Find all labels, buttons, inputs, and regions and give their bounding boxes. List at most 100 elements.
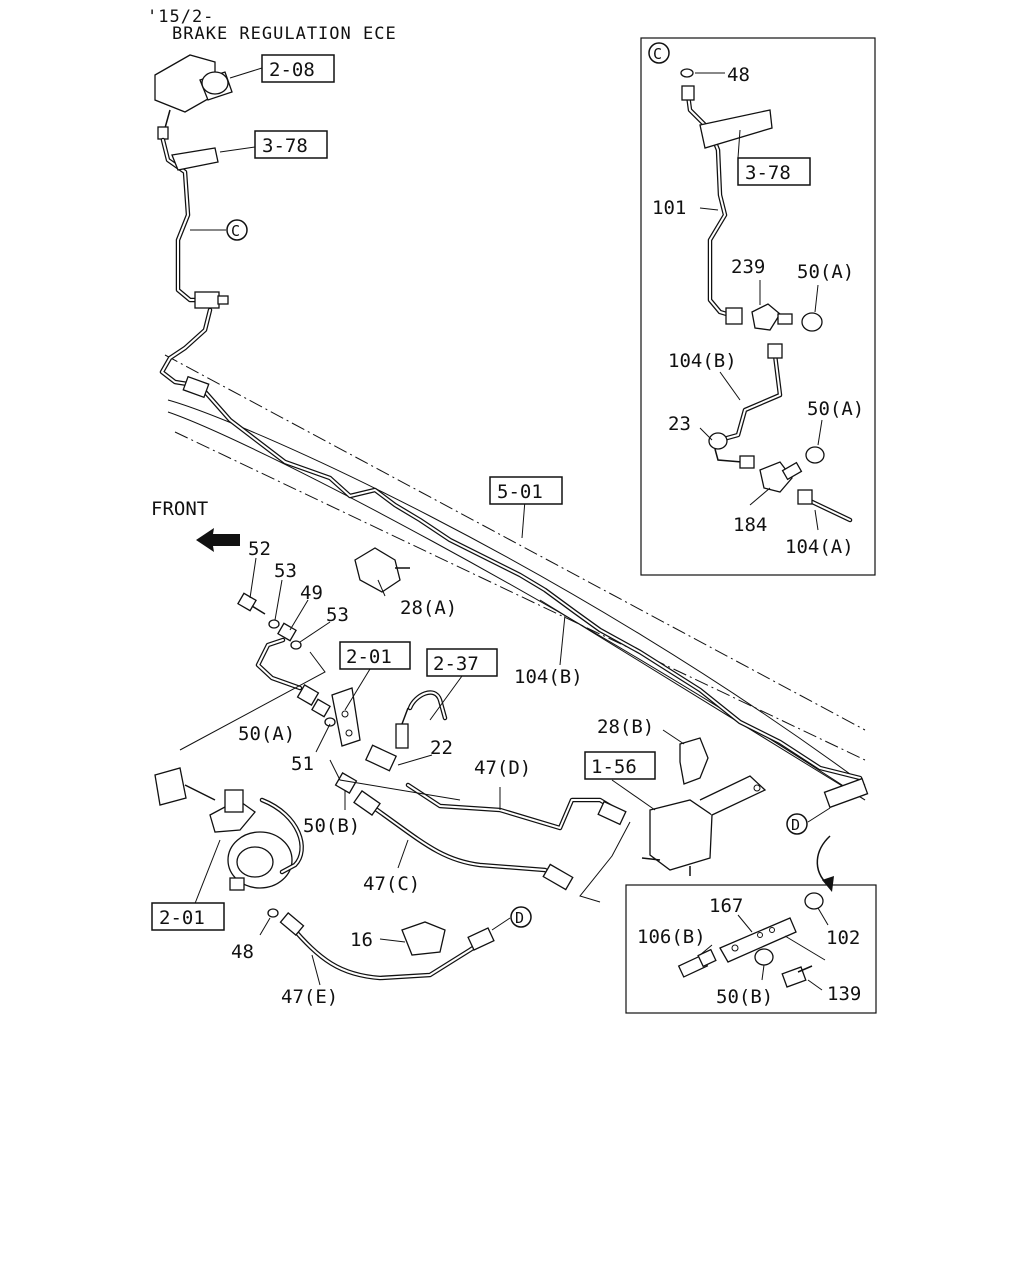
- ref-3-78-main-box: [254, 130, 328, 159]
- fitting-47e-a: [279, 912, 305, 936]
- label-28b: 28(B): [597, 716, 654, 738]
- detail-label-184: 184: [733, 514, 767, 536]
- header-line1: '15/2-: [147, 7, 214, 27]
- detail-c-leaders: [695, 72, 823, 531]
- label-47e: 47(E): [281, 986, 338, 1008]
- detail-label-50a-2: 50(A): [807, 398, 864, 420]
- washer-53a: [268, 619, 280, 629]
- detail-label-101: 101: [652, 197, 686, 219]
- header-line2: BRAKE REGULATION ECE: [172, 24, 397, 44]
- label-47c: 47(C): [363, 873, 420, 895]
- detail-c-pipe-101: [681, 85, 733, 318]
- ref-2-01-top: 2-01: [346, 646, 392, 668]
- circle-c-main-letter: C: [231, 222, 240, 240]
- ref-5-01-box: [489, 476, 563, 505]
- detail-c-junction-184: [759, 446, 825, 493]
- leader-lines: [179, 67, 834, 986]
- nut-50a: [296, 684, 331, 718]
- circle-d-connector: [510, 906, 532, 928]
- label-53a: 53: [274, 560, 297, 582]
- pipe-101-main: [160, 137, 208, 303]
- label-47d: 47(D): [474, 757, 531, 779]
- detail-label-106b: 106(B): [637, 926, 706, 948]
- junction-239-main: [194, 291, 229, 309]
- label-50a-main: 50(A): [238, 723, 295, 745]
- valve-22: [364, 707, 409, 772]
- fitting-47c-b: [542, 863, 574, 891]
- detail-d-connector-106b: [677, 948, 717, 978]
- detail-c-pipe-104a: [797, 489, 853, 523]
- fitting-47d-end: [597, 800, 627, 826]
- ref-3-78-detail-box: [737, 157, 811, 186]
- valve-1-56: [641, 775, 767, 876]
- detail-c-pipe-104b: [717, 343, 783, 443]
- label-49: 49: [300, 582, 323, 604]
- detail-label-102: 102: [826, 927, 860, 949]
- bracket-2-01: [331, 687, 361, 747]
- detail-c-grommet-23: [708, 432, 755, 469]
- label-50b-main: 50(B): [303, 815, 360, 837]
- bracket-3-78-main: [171, 147, 219, 171]
- detail-d-frame: [625, 884, 877, 1014]
- detail-d-bolt-139: [781, 965, 813, 988]
- detail-label-50a-1: 50(A): [797, 261, 854, 283]
- detail-label-23: 23: [668, 413, 691, 435]
- detail-label-104b: 104(B): [668, 350, 737, 372]
- front-label: FRONT: [151, 498, 208, 520]
- detail-d-leaders: [699, 907, 829, 991]
- pipe-104b-main: [159, 307, 863, 781]
- label-48-main: 48: [231, 941, 254, 963]
- ref-5-01: 5-01: [497, 481, 543, 503]
- washer-51: [324, 717, 336, 727]
- union-49: [277, 622, 297, 642]
- detail-c-letter: C: [653, 45, 662, 63]
- master-cylinder-reservoir: [154, 54, 233, 140]
- pipe-47c: [367, 802, 568, 883]
- detail-d-nut-50b: [754, 948, 774, 966]
- fitting-47e-b: [467, 927, 495, 951]
- clip-16: [401, 921, 446, 956]
- detail-label-104a: 104(A): [785, 536, 854, 558]
- circle-d-main: [786, 813, 808, 835]
- washer-53b: [290, 640, 302, 650]
- hose-2-37: [407, 690, 448, 721]
- washer-48: [267, 908, 279, 918]
- actuator: [154, 767, 304, 891]
- label-104b-main: 104(B): [514, 666, 583, 688]
- ref-1-56-box: [584, 751, 656, 780]
- ref-3-78-main: 3-78: [262, 135, 308, 157]
- circle-c-main: [226, 219, 248, 241]
- clip-28b: [679, 737, 709, 785]
- detail-label-50b: 50(B): [716, 986, 773, 1008]
- pipe-front-short: [255, 637, 303, 691]
- label-52: 52: [248, 538, 271, 560]
- detail-label-239: 239: [731, 256, 765, 278]
- clip-28a: [354, 547, 410, 593]
- detail-d-clip-plate: [719, 917, 797, 963]
- ref-2-37-box: [426, 648, 498, 677]
- circle-d-main-letter: D: [791, 816, 800, 834]
- detail-c-junction-239: [725, 303, 823, 332]
- detail-label-167: 167: [709, 895, 743, 917]
- ref-1-56: 1-56: [591, 756, 637, 778]
- label-28a: 28(A): [400, 597, 457, 619]
- detail-c-bracket-3-78: [699, 109, 773, 149]
- nut-50b: [334, 772, 358, 794]
- ref-2-01-top-box: [339, 641, 411, 670]
- label-51: 51: [291, 753, 314, 775]
- fitting-47c-a: [353, 790, 381, 816]
- ref-2-01-bottom-box: [151, 902, 225, 931]
- label-22: 22: [430, 737, 453, 759]
- pipe-47e: [287, 922, 491, 981]
- detail-d-nut-102: [804, 892, 824, 910]
- detail-label-139: 139: [827, 983, 861, 1005]
- ref-2-01-bottom: 2-01: [159, 907, 205, 929]
- front-arrow: [196, 528, 240, 552]
- label-16: 16: [350, 929, 373, 951]
- bolt-52: [237, 592, 266, 615]
- label-53b: 53: [326, 604, 349, 626]
- fitting-front: [182, 375, 210, 399]
- ref-3-78-detail: 3-78: [745, 162, 791, 184]
- circle-d-connector-letter: D: [515, 909, 524, 927]
